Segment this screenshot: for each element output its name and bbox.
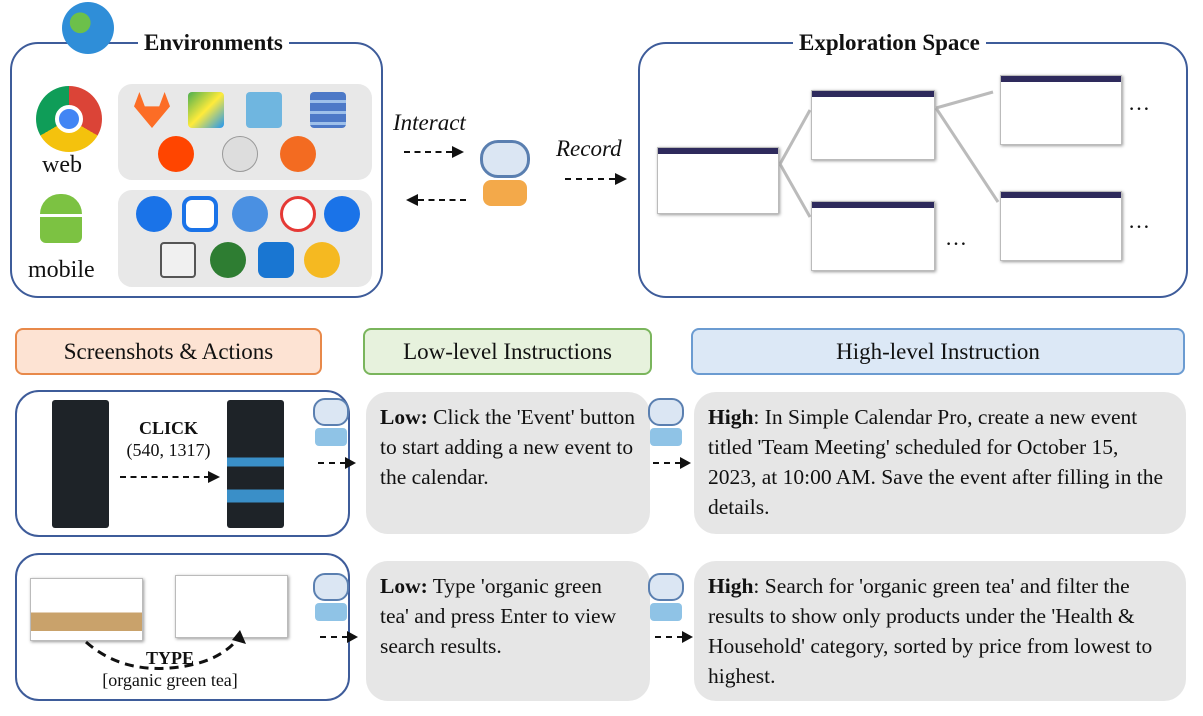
high-level-header: High-level Instruction [691,328,1185,375]
ellipsis: … [1128,208,1153,233]
mobile-label: mobile [28,257,95,283]
calendar-screenshot-after [227,400,284,528]
low-text: Type 'organic green tea' and press Enter… [380,574,617,658]
joplin-icon [258,242,294,278]
robot-agent-icon [475,140,535,210]
recorder-icon [280,196,316,232]
exploration-edges [778,90,1000,218]
arrowhead [345,457,356,469]
arrowhead [347,631,358,643]
globe-icon [62,2,114,54]
arrow-to-high [655,636,683,638]
ellipsis: … [1128,90,1153,115]
arrow-to-low [318,462,346,464]
arrowhead [680,457,691,469]
high-text: : In Simple Calendar Pro, create a new e… [708,405,1163,519]
settings-icon [324,196,360,232]
arrowhead [406,194,418,206]
action-arrow [120,476,210,478]
interact-arrow [404,151,452,153]
arrow-to-high [653,462,681,464]
calendar-icon [280,136,316,172]
low-instruction-1: Low: Click the 'Event' button to start a… [366,392,650,534]
calendar-screenshot-before [52,400,109,528]
android-icon [40,194,82,246]
record-label: Record [556,136,622,161]
exploration-title: Exploration Space [793,30,986,56]
high-text: : Search for 'organic green tea' and fil… [708,574,1153,688]
action-text: [organic green tea] [102,670,238,690]
store-home-screenshot [30,578,143,641]
screenshot-projects [657,147,779,214]
tree-icon [210,242,246,278]
shopping-icon [246,92,282,128]
robot-icon [313,398,353,450]
robot-icon [648,573,688,625]
high-instruction-1: High: In Simple Calendar Pro, create a n… [694,392,1186,534]
low-prefix: Low: [380,574,428,598]
forum-icon [310,92,346,128]
arrow-to-low [320,636,348,638]
arrowhead [208,471,220,483]
arrowhead [615,173,627,185]
interact-label: Interact [393,110,466,135]
chrome-icon [36,86,102,152]
low-text: Click the 'Event' button to start adding… [380,405,635,489]
contacts-icon [136,196,172,232]
low-level-header: Low-level Instructions [363,328,652,375]
screenshot-project-page [811,201,935,271]
search-results-screenshot [175,575,288,638]
type-arrow [85,630,246,670]
robot-icon [648,398,688,450]
markor-icon [160,242,196,278]
high-prefix: High [708,405,754,429]
ellipsis: … [945,225,970,250]
wikipedia-icon [222,136,258,172]
arrowhead [452,146,464,158]
web-label: web [42,152,82,178]
low-instruction-2: Low: Type 'organic green tea' and press … [366,561,650,701]
action-type: TYPE [145,648,194,668]
high-prefix: High [708,574,754,598]
high-instruction-2: High: Search for 'organic green tea' and… [694,561,1186,701]
screenshot-create-form-1 [1000,75,1122,145]
return-arrow [418,199,466,201]
action-type: CLICK [138,418,198,438]
maps-icon [188,92,224,128]
environments-title: Environments [138,30,289,56]
screenshot-new-project [811,90,935,160]
action-coordinates: (540, 1317) [126,440,211,460]
camera-icon [232,196,268,232]
robot-icon [313,573,353,625]
reddit-icon [158,136,194,172]
arrowhead [682,631,693,643]
screenshot-create-form-2 [1000,191,1122,261]
screenshots-actions-header: Screenshots & Actions [15,328,322,375]
low-prefix: Low: [380,405,428,429]
messages-icon [182,196,218,232]
record-arrow [565,178,615,180]
osmand-icon [304,242,340,278]
